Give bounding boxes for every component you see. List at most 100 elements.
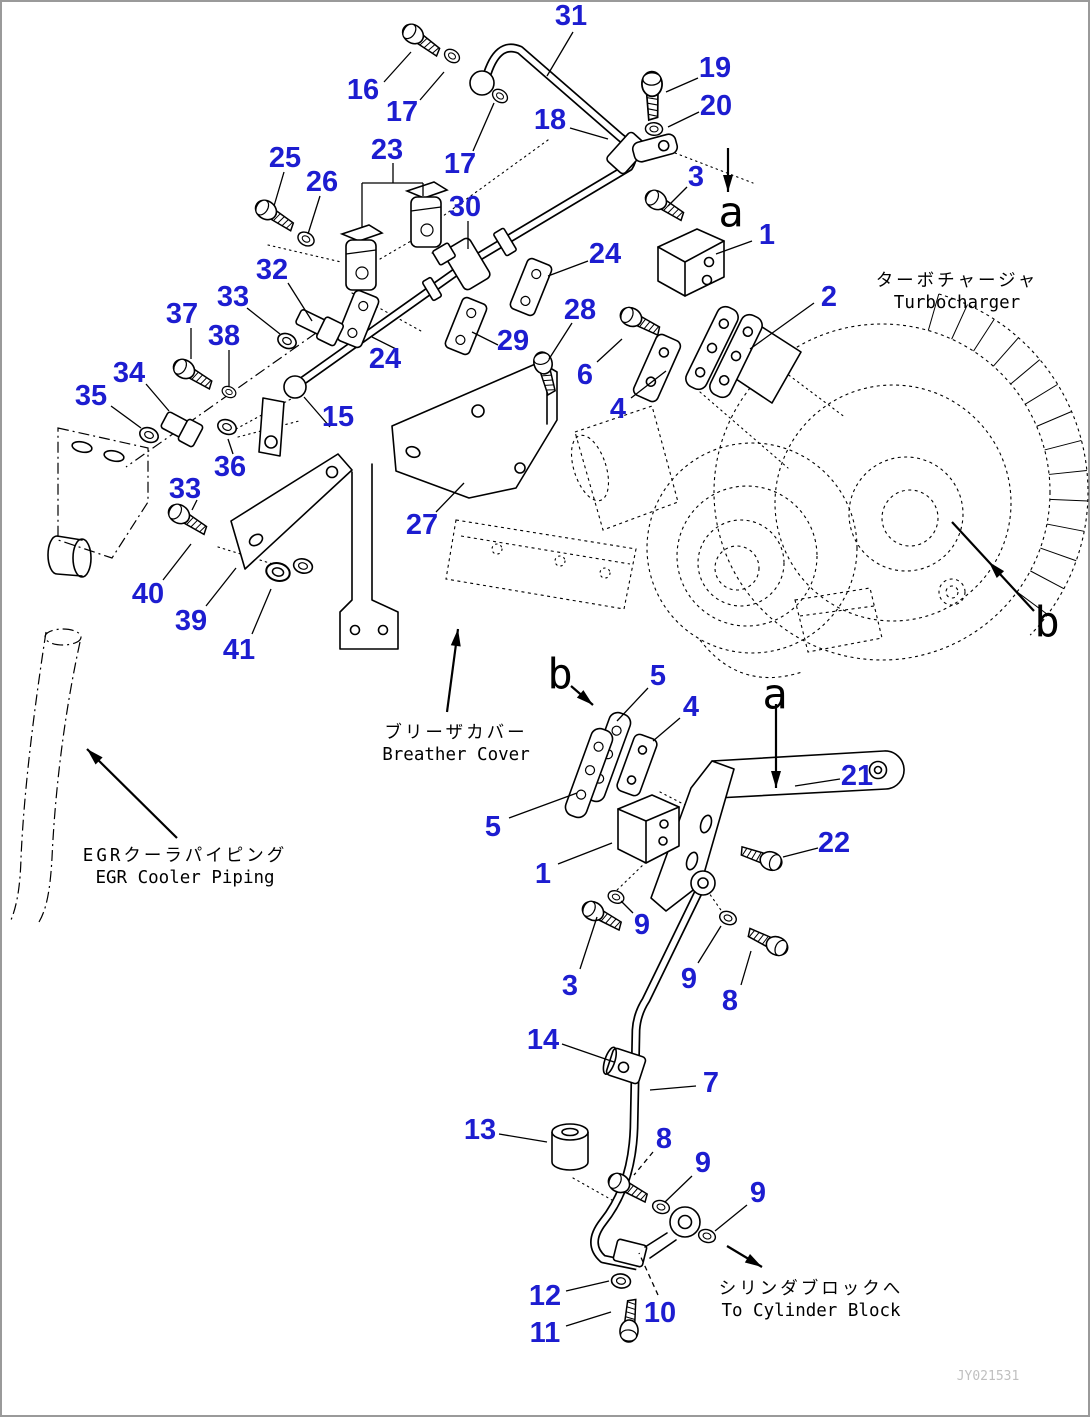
tee-fitting-30	[443, 237, 491, 291]
spacer-block-1-mid	[617, 794, 680, 864]
leader-line	[630, 370, 667, 399]
bracket-21	[711, 750, 905, 799]
callout-number-28: 28	[564, 294, 596, 326]
bracket-plate-27	[391, 361, 558, 499]
leader-line	[569, 127, 609, 140]
callout-number-5: 5	[485, 811, 501, 843]
eye-joint-connector	[631, 133, 679, 163]
leader-line	[667, 186, 688, 207]
leader-line	[303, 396, 331, 428]
callout-number-35: 35	[75, 380, 107, 412]
leader-line	[145, 383, 170, 412]
callout-number-31: 31	[555, 0, 587, 32]
leader-line	[565, 1311, 612, 1327]
callout-number-5: 5	[650, 660, 666, 692]
leader-line	[596, 338, 623, 363]
callout-number-24: 24	[369, 343, 401, 375]
view-letter-b: b	[1034, 598, 1059, 647]
callout-number-37: 37	[166, 298, 198, 330]
banjo-eye-10	[669, 1206, 701, 1238]
leader-line	[251, 588, 272, 635]
breather-cover-drawing	[445, 519, 637, 610]
leader-line	[110, 405, 142, 429]
callout-number-23: 23	[371, 134, 403, 166]
callout-number-33: 33	[217, 281, 249, 313]
callout-number-38: 38	[208, 320, 240, 352]
callout-number-30: 30	[449, 191, 481, 223]
label-jp-egr-cooler-piping: EGRクーラパイピング	[83, 846, 287, 866]
callout-number-34: 34	[113, 357, 145, 389]
callout-number-20: 20	[700, 90, 732, 122]
leader-line	[287, 282, 313, 322]
view-letter-b: b	[547, 650, 572, 699]
label-jp-turbocharger: ターボチャージャ	[876, 271, 1039, 291]
callout-number-27: 27	[406, 509, 438, 541]
callout-number-6: 6	[577, 359, 593, 391]
leader-line	[667, 111, 700, 128]
leader-line	[749, 302, 815, 350]
leader-line	[548, 322, 573, 360]
bracket-plate-39	[230, 453, 353, 570]
arrow-head	[576, 690, 593, 705]
leader-line	[498, 1133, 548, 1143]
callout-number-8: 8	[656, 1123, 672, 1155]
leader-line	[557, 842, 613, 865]
callout-number-11: 11	[530, 1317, 561, 1349]
pipe15-ball-end	[283, 375, 307, 399]
leader-line	[546, 31, 574, 77]
callout-number-7: 7	[703, 1067, 719, 1099]
leader-line	[638, 1252, 659, 1296]
view-arrows	[86, 148, 1035, 1268]
leader-line	[633, 1151, 654, 1176]
arrow-head	[87, 749, 103, 765]
callout-number-16: 16	[347, 74, 379, 106]
spacer-block-1-top	[657, 228, 725, 297]
leader-line	[246, 307, 281, 335]
callout-number-4: 4	[683, 691, 699, 723]
callout-number-9: 9	[634, 909, 650, 941]
drawing-number: JY021531	[957, 1369, 1020, 1384]
callout-number-32: 32	[256, 254, 288, 286]
leader-line	[307, 195, 321, 235]
callout-number-4: 4	[610, 393, 626, 425]
callout-number-9: 9	[750, 1177, 766, 1209]
alignment-lines	[125, 139, 847, 1205]
leader-line	[273, 171, 285, 207]
leader-line	[383, 51, 412, 83]
callout-number-19: 19	[699, 52, 731, 84]
callout-number-24: 24	[589, 238, 621, 270]
callout-23-fork	[361, 163, 424, 228]
callout-number-2: 2	[821, 281, 837, 313]
callout-number-15: 15	[322, 401, 354, 433]
leader-line	[714, 1204, 748, 1232]
leader-line	[435, 482, 465, 513]
leader-line	[227, 438, 234, 455]
leader-line	[419, 71, 445, 101]
leader-line	[472, 102, 495, 152]
compressor-rib-band	[927, 293, 1089, 636]
callout-number-17: 17	[444, 148, 476, 180]
leader-line	[664, 1175, 693, 1203]
leader-line	[697, 925, 722, 964]
turbocharger-drawing	[570, 293, 1089, 679]
callout-number-40: 40	[132, 578, 164, 610]
callout-number-8: 8	[722, 985, 738, 1017]
arrow-head	[450, 629, 461, 647]
leader-line	[162, 543, 192, 581]
arrow-head	[744, 1253, 762, 1267]
leader-line	[191, 499, 198, 511]
leader-line	[547, 260, 589, 277]
plate-4-mid	[616, 733, 658, 797]
leader-line	[616, 687, 649, 722]
callout-number-12: 12	[529, 1280, 561, 1312]
union-fitting-34	[160, 411, 204, 448]
egr-pipe-drawing	[10, 427, 149, 923]
callout-number-21: 21	[841, 760, 873, 792]
callout-number-39: 39	[175, 605, 207, 637]
leader-line	[471, 331, 499, 346]
callout-number-36: 36	[214, 451, 246, 483]
leader-line	[782, 847, 819, 858]
callout-number-10: 10	[644, 1297, 676, 1329]
